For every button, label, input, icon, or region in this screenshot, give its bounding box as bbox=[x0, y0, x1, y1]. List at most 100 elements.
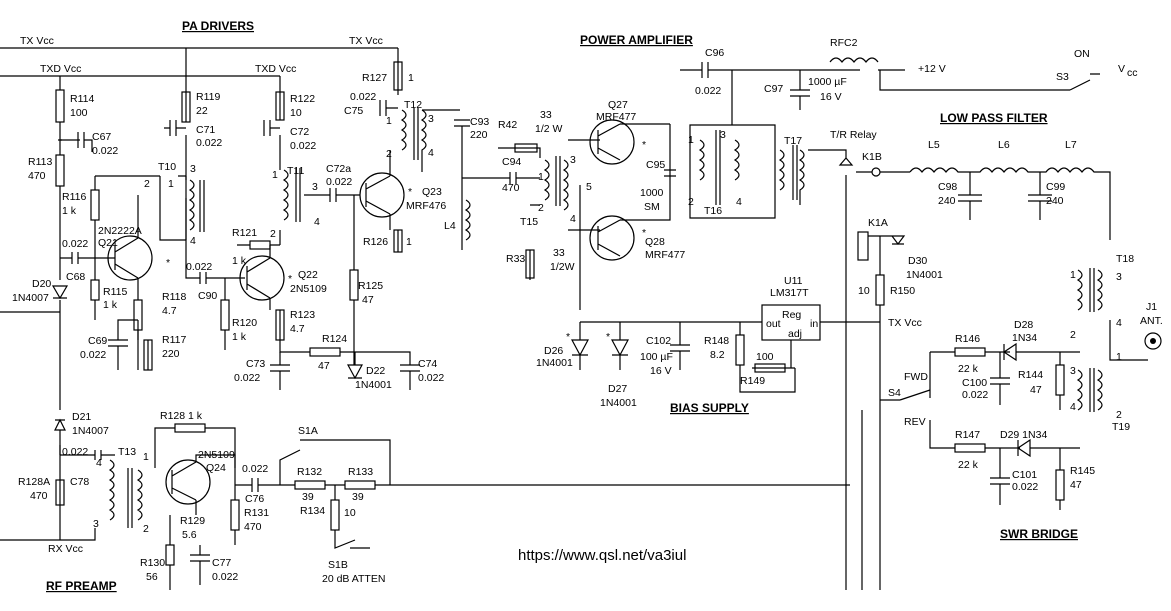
label: 470 bbox=[244, 521, 262, 533]
label: 2 bbox=[1116, 409, 1122, 421]
label: 4 bbox=[190, 235, 196, 247]
label: C95 bbox=[646, 159, 665, 171]
label: C93 bbox=[470, 116, 489, 128]
label: J1 bbox=[1146, 301, 1157, 313]
label: C73 bbox=[246, 358, 265, 370]
label: K1A bbox=[868, 217, 888, 229]
label: 3 bbox=[190, 163, 196, 175]
label: 1 bbox=[1116, 351, 1122, 363]
label: T17 bbox=[784, 135, 802, 147]
label: 0.022 bbox=[80, 349, 106, 361]
label: R144 bbox=[1018, 369, 1043, 381]
label: T16 bbox=[704, 205, 722, 217]
section-title: SWR BRIDGE bbox=[1000, 527, 1078, 541]
label: 0.022 bbox=[350, 91, 376, 103]
label: SM bbox=[644, 201, 660, 213]
label: R147 bbox=[955, 429, 980, 441]
label: R146 bbox=[955, 333, 980, 345]
label: 1 k bbox=[62, 205, 77, 217]
label: T13 bbox=[118, 446, 136, 458]
label: C71 bbox=[196, 124, 215, 136]
label: R149 bbox=[740, 375, 765, 387]
label: C100 bbox=[962, 377, 987, 389]
label: R134 bbox=[300, 505, 325, 517]
url-text: https://www.qsl.net/va3iul bbox=[518, 547, 686, 564]
label: MRF476 bbox=[406, 200, 446, 212]
section-title: BIAS SUPPLY bbox=[670, 401, 749, 415]
label: TX Vcc bbox=[20, 35, 54, 47]
label: T11 bbox=[287, 165, 304, 177]
label: 220 bbox=[162, 348, 180, 360]
label: 1 bbox=[143, 451, 149, 463]
label: V bbox=[1118, 63, 1125, 75]
label: 3 bbox=[428, 113, 434, 125]
section-title: RF PREAMP bbox=[46, 579, 117, 593]
label: D21 bbox=[72, 411, 91, 423]
label: 1 k bbox=[232, 331, 247, 343]
label: 47 bbox=[1070, 479, 1082, 491]
label: REV bbox=[904, 416, 926, 428]
label: 1N4001 bbox=[536, 357, 573, 369]
label: 1/2W bbox=[550, 261, 575, 273]
label: D30 bbox=[908, 255, 927, 267]
label: 220 bbox=[470, 129, 488, 141]
label: S3 bbox=[1056, 71, 1069, 83]
label: Q28 bbox=[645, 236, 665, 248]
label: 2 bbox=[270, 228, 276, 240]
label: Q23 bbox=[422, 186, 442, 198]
label: 0.022 bbox=[418, 372, 444, 384]
label: 0.022 bbox=[196, 137, 222, 149]
label: TXD Vcc bbox=[40, 63, 81, 75]
label: * bbox=[166, 257, 170, 269]
label: D27 bbox=[608, 383, 627, 395]
label: 0.022 bbox=[242, 463, 268, 475]
label: 2 bbox=[688, 196, 694, 208]
label: 1 k bbox=[232, 255, 247, 267]
label: 4.7 bbox=[162, 305, 177, 317]
label: R129 bbox=[180, 515, 205, 527]
label: 3 bbox=[570, 154, 576, 166]
label: out bbox=[766, 318, 781, 330]
label: 4 bbox=[314, 216, 320, 228]
label: 0.022 bbox=[1012, 481, 1038, 493]
label: L6 bbox=[998, 139, 1010, 151]
label: C77 bbox=[212, 557, 231, 569]
label: C69 bbox=[88, 335, 107, 347]
label: 39 bbox=[352, 491, 364, 503]
label: 0.022 bbox=[62, 446, 88, 458]
label: 1 bbox=[408, 72, 414, 84]
label: L7 bbox=[1065, 139, 1077, 151]
label: R122 bbox=[290, 93, 315, 105]
label: Q24 bbox=[206, 462, 226, 474]
label: D26 bbox=[544, 345, 563, 357]
label: 1N4007 bbox=[12, 292, 49, 304]
label: 22 k bbox=[958, 459, 979, 471]
label: C68 bbox=[66, 271, 85, 283]
label: 39 bbox=[302, 491, 314, 503]
label: 100 bbox=[756, 351, 774, 363]
label: R128A bbox=[18, 476, 50, 488]
label: 1 bbox=[1070, 269, 1076, 281]
label: * bbox=[566, 331, 570, 343]
label: * bbox=[606, 331, 610, 343]
label: C72 bbox=[290, 126, 309, 138]
label: 16 V bbox=[820, 91, 842, 103]
label: 5.6 bbox=[182, 529, 197, 541]
label: R114 bbox=[70, 93, 94, 105]
label: 3 bbox=[1070, 365, 1076, 377]
label: U11 bbox=[784, 275, 803, 287]
label: 56 bbox=[146, 571, 158, 583]
label: * bbox=[642, 227, 646, 239]
label: 4 bbox=[428, 147, 434, 159]
label: R121 bbox=[232, 227, 257, 239]
label: C90 bbox=[198, 290, 217, 302]
label: 1N4001 bbox=[355, 379, 392, 391]
label: 4.7 bbox=[290, 323, 305, 335]
label: S1B bbox=[328, 559, 348, 571]
label: 3 bbox=[1116, 271, 1122, 283]
label: L5 bbox=[928, 139, 940, 151]
label: Reg bbox=[782, 309, 801, 321]
label: 0.022 bbox=[92, 145, 118, 157]
label: C101 bbox=[1012, 469, 1037, 481]
